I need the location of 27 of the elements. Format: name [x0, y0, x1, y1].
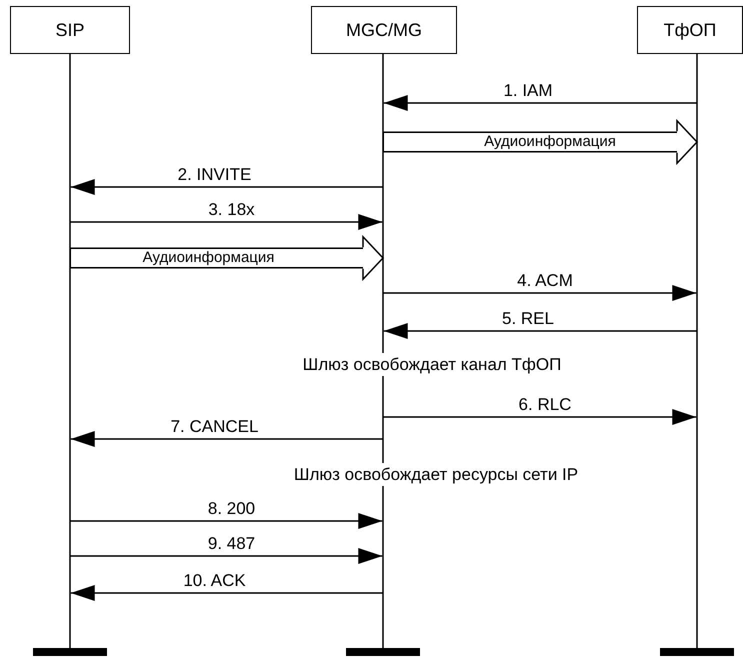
message-label: 7. CANCEL [170, 418, 258, 435]
arrow [70, 431, 383, 447]
arrow [70, 214, 382, 230]
participant-box: SIP [10, 6, 130, 54]
hollow-arrow [383, 119, 698, 165]
participant-box: MGC/MG [311, 6, 457, 54]
message-label: 8. 200 [208, 500, 256, 517]
message-label: 10. ACK [183, 572, 246, 589]
arrow [383, 409, 696, 425]
arrow [384, 323, 697, 339]
message-label: 6. RLC [518, 396, 572, 413]
arrow [70, 179, 383, 195]
message-label: Аудиоинформация [484, 134, 616, 149]
message-label: 5. REL [502, 310, 554, 327]
message-label: 4. ACM [517, 272, 573, 289]
message-label: 9. 487 [208, 535, 256, 552]
arrow [383, 285, 696, 301]
hollow-arrow [70, 235, 384, 281]
participant-box: ТфОП [637, 6, 743, 54]
arrow [70, 548, 382, 564]
message-label: 1. IAM [503, 82, 553, 99]
arrow [70, 513, 382, 529]
arrow [70, 585, 383, 601]
message-label: 2. INVITE [178, 166, 252, 183]
arrow [384, 95, 697, 111]
message-label: Аудиоинформация [142, 250, 274, 265]
message-label: 3. 18x [208, 201, 255, 218]
